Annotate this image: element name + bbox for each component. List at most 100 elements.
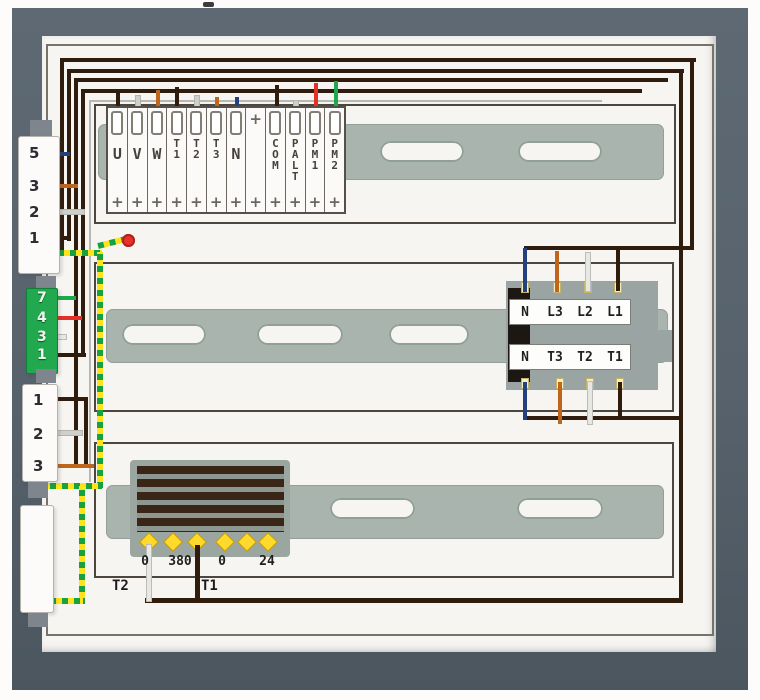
screw-terminal-icon: +	[229, 193, 243, 211]
wire-segment	[56, 210, 84, 214]
wire-segment	[56, 152, 70, 156]
wire-segment	[60, 58, 696, 62]
screw-terminal-icon: +	[249, 110, 262, 128]
screw-terminal-icon: +	[111, 193, 124, 211]
contactor-terminal-label: T3	[547, 349, 563, 365]
terminal-cell: N+	[227, 108, 247, 212]
transformer-tap-label: 0	[218, 554, 226, 569]
connector-pin-label: 1	[29, 229, 40, 247]
terminal-cell: T3+	[207, 108, 227, 212]
connector-b: 7 4 3 1	[26, 288, 58, 374]
terminal-label: PM2	[328, 137, 342, 170]
din-rail-slot	[389, 324, 469, 345]
wire-segment	[54, 353, 86, 357]
wire-slot	[131, 111, 144, 135]
connector-pin-label: 5	[29, 144, 40, 162]
screw-terminal-icon: +	[190, 193, 203, 211]
terminal-cell: ++	[246, 108, 266, 212]
wire-segment	[616, 248, 620, 291]
wire-slot	[289, 111, 302, 135]
mounting-tab	[28, 482, 48, 498]
screw-terminal-icon: +	[328, 193, 341, 211]
wire-segment	[195, 545, 200, 603]
din-rail-slot	[257, 324, 343, 345]
wire-segment	[690, 58, 694, 250]
wire-slot	[229, 111, 242, 135]
contactor-terminal-label: N	[521, 304, 529, 320]
transformer-tap-label: 24	[259, 554, 275, 569]
wire-segment	[74, 78, 668, 82]
terminal-cell: V+	[128, 108, 148, 212]
screw-terminal-icon: +	[249, 193, 262, 211]
connector-a: 5 3 2 1	[18, 136, 60, 274]
neutral-wire	[523, 382, 527, 420]
wire-segment	[67, 69, 684, 73]
connector-pin-label: 3	[33, 457, 44, 475]
screw-terminal-icon: +	[170, 193, 183, 211]
din-rail-slot	[122, 324, 206, 345]
wire-slot	[308, 111, 321, 135]
ground-wire-segment	[38, 598, 83, 604]
ground-wire-segment	[79, 486, 85, 604]
middle-section-box	[94, 262, 674, 412]
wire-segment	[54, 316, 82, 320]
wire-slot	[210, 111, 223, 135]
top-section-box	[94, 104, 676, 224]
connector-c: 1 2 3	[22, 384, 58, 482]
terminal-cell: T2 +	[187, 108, 207, 212]
wire-segment	[54, 296, 76, 300]
din-rail-slot	[517, 498, 603, 519]
terminal-cell: PM2 +	[325, 108, 344, 212]
ground-wire-segment	[46, 250, 102, 256]
wire-segment	[558, 382, 562, 424]
wire-segment	[74, 78, 78, 468]
terminal-cell: PALT+	[286, 108, 306, 212]
transformer-winding	[137, 466, 284, 532]
wire-segment	[147, 545, 151, 601]
terminal-label: V	[128, 145, 147, 161]
connector-pin-label: 1	[33, 391, 44, 409]
neutral-wire	[523, 248, 527, 292]
wire-segment	[56, 184, 78, 188]
wire-slot	[170, 111, 183, 135]
terminal-cell: COM +	[266, 108, 286, 212]
paper-mark	[203, 2, 214, 7]
terminal-cell: W+	[148, 108, 168, 212]
screw-terminal-icon: +	[150, 193, 164, 211]
wire-segment	[89, 100, 602, 102]
terminal-label: COM	[268, 137, 282, 170]
terminal-label: N	[226, 145, 245, 161]
wire-segment	[84, 397, 88, 468]
transformer-tap-label: 380	[168, 554, 192, 569]
contactor-output-wire	[524, 416, 683, 420]
terminal-cell: T1+	[167, 108, 187, 212]
contactor-terminal-label: L3	[547, 304, 563, 320]
transformer-primary-wire	[145, 598, 683, 603]
wire-slot	[150, 111, 163, 135]
wire-segment	[81, 89, 85, 357]
terminal-cell: PM1+	[306, 108, 326, 212]
wire-segment	[81, 89, 642, 93]
terminal-label: T2	[189, 137, 203, 159]
screw-terminal-icon: +	[288, 193, 302, 211]
connector-pin-label: 2	[33, 425, 44, 443]
bottom-section-box	[94, 442, 674, 578]
terminal-label: PM1	[308, 137, 322, 170]
ground-wire-segment	[38, 483, 102, 489]
mounting-tab	[30, 120, 52, 138]
contactor-terminal-label: T2	[577, 349, 593, 365]
wire-segment	[555, 251, 559, 292]
din-rail-slot	[518, 141, 602, 162]
wire-segment	[586, 253, 590, 291]
connector-pin-label: 2	[29, 203, 40, 221]
connector-pin-label: 4	[37, 310, 47, 326]
contactor-input-row: N L3 L2 L1	[509, 299, 631, 325]
wire-slot	[269, 111, 282, 135]
screw-terminal-icon: +	[269, 193, 282, 211]
connector-pin-label: 7	[37, 290, 47, 306]
mounting-tab	[28, 613, 48, 627]
screw-terminal-icon: +	[130, 193, 144, 211]
red-indicator-dot	[122, 234, 135, 247]
terminal-label: U	[108, 145, 127, 161]
wire-slot	[328, 111, 341, 135]
